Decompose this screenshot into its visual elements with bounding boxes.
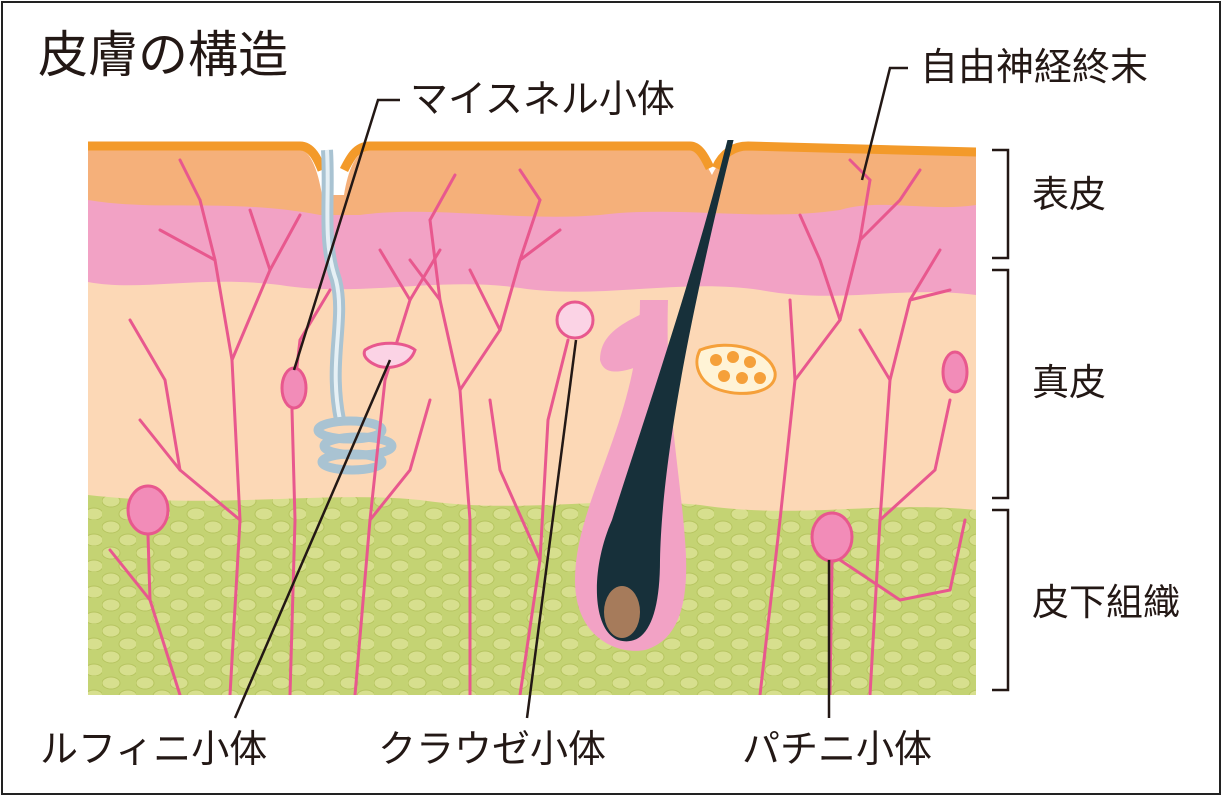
bracket-dermis [992, 268, 1010, 500]
hair-papilla [604, 586, 640, 638]
hair-shaft [596, 140, 734, 642]
layer-label-subcutis: 皮下組織 [1032, 581, 1180, 624]
fat-lobule [695, 343, 777, 395]
label-ruffini-corpuscle: ルフィニ小体 [40, 727, 268, 771]
leader-free-nerve [860, 66, 908, 181]
subcutis-fat-cells [88, 480, 976, 695]
ruffini-corpuscle-receptor [362, 341, 417, 369]
bracket-epidermis [992, 148, 1010, 260]
bracket-subcutis [992, 508, 1010, 692]
layer-label-epidermis: 表皮 [1032, 173, 1106, 216]
layer-brackets [992, 148, 1010, 692]
layer-label-dermis: 真皮 [1032, 361, 1106, 404]
label-meissner-corpuscle: マイスネル小体 [410, 77, 675, 121]
leader-lines [233, 66, 908, 719]
sweat-gland-coil [313, 416, 397, 475]
epidermis-inner-layer [88, 190, 976, 296]
label-krause-corpuscle: クラウゼ小体 [378, 727, 607, 771]
diagram-title: 皮膚の構造 [38, 26, 288, 84]
label-free-nerve-endings: 自由神経終末 [920, 45, 1149, 89]
leader-ruffini [233, 359, 392, 719]
pacini-corpuscle-receptor [126, 350, 969, 563]
krause-corpuscle-receptor [555, 300, 595, 340]
leader-meissner [292, 98, 400, 371]
label-pacini-corpuscle: パチニ小体 [742, 727, 933, 771]
epidermis-outer-layer [88, 150, 976, 217]
leader-krause [525, 339, 578, 719]
meissner-corpuscle-receptor [280, 366, 308, 410]
nerve-fibers [108, 158, 967, 695]
